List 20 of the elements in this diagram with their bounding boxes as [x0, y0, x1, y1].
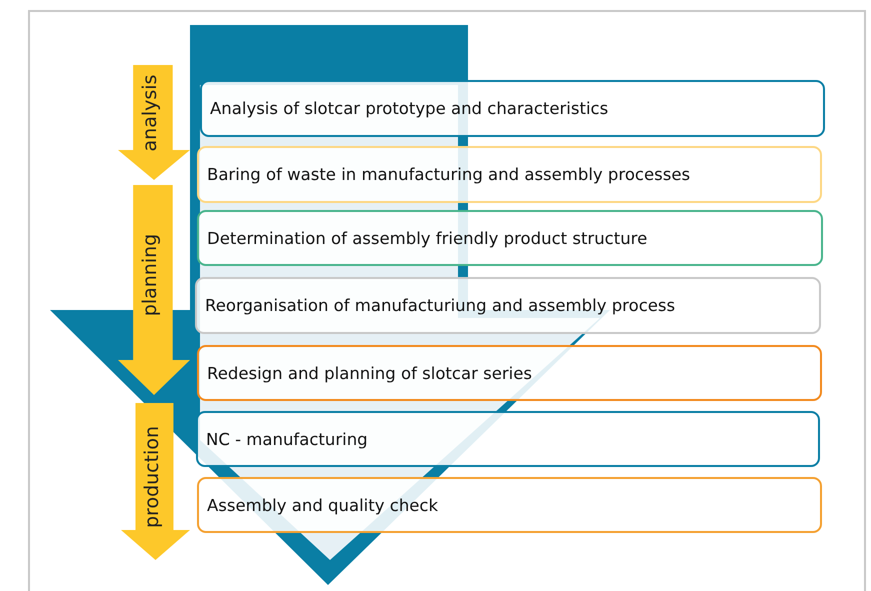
phase-label: planning — [139, 234, 161, 316]
step-label: Determination of assembly friendly product structure — [207, 228, 648, 248]
step-label: NC - manufacturing — [206, 430, 368, 448]
step-label: Baring of waste in manufacturing and assembly processes — [207, 165, 690, 184]
phase-block — [121, 403, 190, 560]
process-box — [200, 80, 825, 137]
process-box — [195, 277, 821, 334]
phase-block — [118, 65, 190, 180]
phase-label: analysis — [139, 74, 161, 151]
step-label: Reorganisation of manufacturiung and assembly process — [205, 296, 676, 315]
phase-block — [118, 185, 190, 395]
process-box — [196, 411, 820, 467]
process-box — [197, 210, 823, 266]
step-label: Assembly and quality check — [207, 496, 438, 514]
phase-label: production — [140, 425, 162, 528]
process-box — [197, 345, 822, 401]
process-box — [197, 477, 822, 533]
process-box — [197, 146, 822, 203]
step-label: Redesign and planning of slotcar series — [207, 364, 532, 382]
step-label: Analysis of slotcar prototype and characteristics — [210, 99, 608, 118]
